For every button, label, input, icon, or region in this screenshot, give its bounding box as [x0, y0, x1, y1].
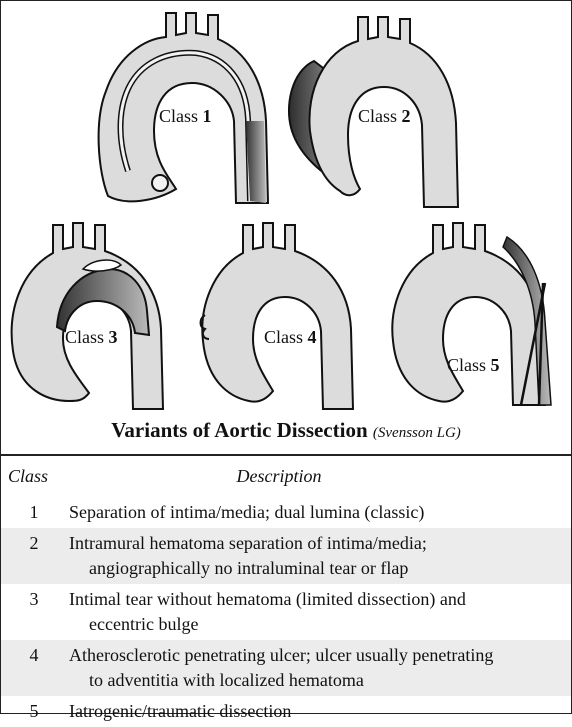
table-row: 1 Separation of intima/media; dual lumin…	[1, 497, 571, 528]
row-description: Separation of intima/media; dual lumina …	[67, 497, 571, 528]
row-class-number: 2	[29, 533, 39, 553]
row-class-number: 5	[29, 701, 39, 721]
figure-title-text: Variants of Aortic Dissection	[111, 418, 368, 442]
row-description: Iatrogenic/traumatic dissection	[67, 696, 571, 727]
row-description-line: Separation of intima/media; dual lumina …	[69, 502, 425, 522]
panel-label-3: Class 3	[65, 327, 118, 347]
row-description-line: to adventitia with localized hematoma	[89, 670, 364, 690]
row-description-line: Intimal tear without hematoma (limited d…	[69, 589, 466, 609]
row-description-line: angiographically no intraluminal tear or…	[89, 558, 409, 578]
row-description-line: Atherosclerotic penetrating ulcer; ulcer…	[69, 645, 494, 665]
header-description: Description	[236, 465, 322, 486]
row-description-line: Intramural hematoma separation of intima…	[69, 533, 427, 553]
aorta-panel-1	[97, 12, 270, 204]
row-description: Intramural hematoma separation of intima…	[67, 528, 571, 584]
aorta-panel-2	[288, 16, 460, 208]
aorta-panel-4	[199, 222, 355, 410]
row-class-number: 4	[29, 645, 39, 665]
row-description-line: eccentric bulge	[89, 614, 199, 634]
row-class-number: 3	[29, 589, 39, 609]
table-row: 3 Intimal tear without hematoma (limited…	[1, 584, 571, 640]
header-class: Class	[8, 465, 49, 486]
table-row: 4 Atherosclerotic penetrating ulcer; ulc…	[1, 640, 571, 696]
panel-label-5: Class 5	[447, 355, 500, 375]
row-description: Intimal tear without hematoma (limited d…	[67, 584, 571, 640]
aorta-panel-5	[391, 222, 552, 406]
aorta-panel-3	[10, 222, 165, 410]
panel-label-4: Class 4	[264, 327, 317, 347]
row-description-line: Iatrogenic/traumatic dissection	[69, 701, 292, 721]
row-class-number: 1	[29, 502, 39, 522]
panel-label-1: Class 1	[159, 106, 212, 126]
classification-table: Class Description 1 Separation of intima…	[1, 463, 571, 727]
figure-source: (Svensson LG)	[372, 425, 461, 441]
figure-title: Variants of Aortic Dissection (Svensson …	[0, 418, 572, 443]
panel-label-2: Class 2	[358, 106, 411, 126]
aorta-diagram: Class 1 Class 2 Class 3 Class 4 Class 5	[10, 12, 552, 410]
table-row: 5 Iatrogenic/traumatic dissection	[1, 696, 571, 727]
section-divider	[0, 454, 572, 456]
row-description: Atherosclerotic penetrating ulcer; ulcer…	[67, 640, 571, 696]
table-row: 2 Intramural hematoma separation of inti…	[1, 528, 571, 584]
